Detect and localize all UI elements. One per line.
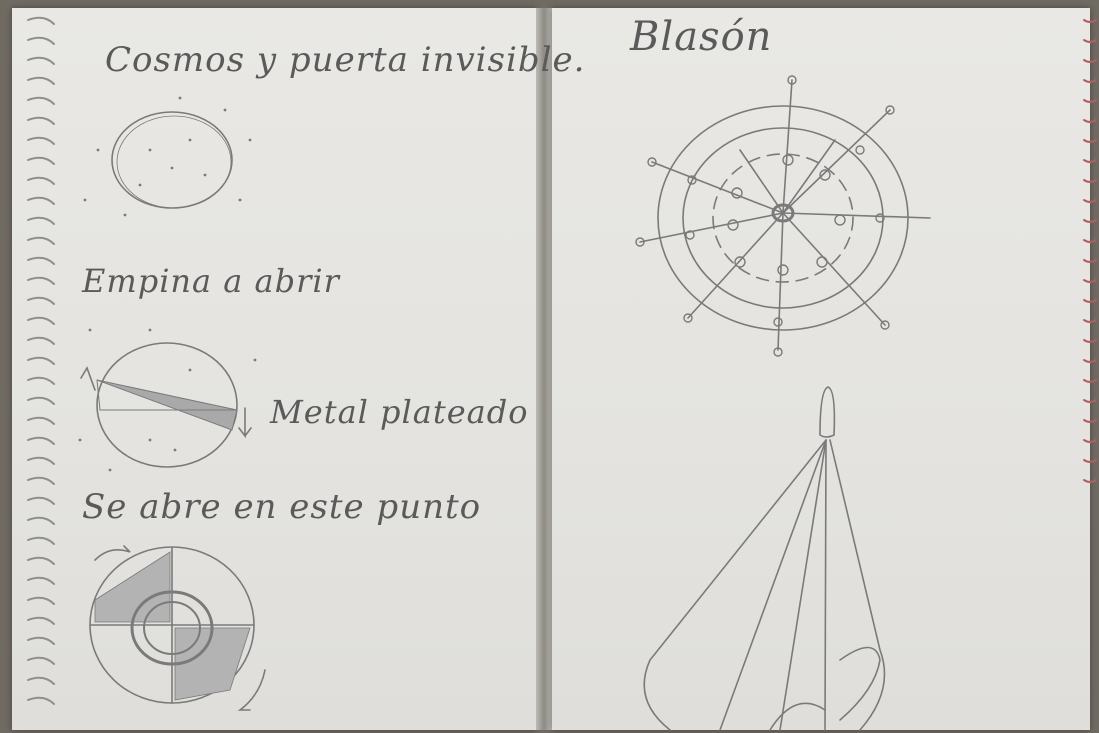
drape-sketch bbox=[644, 387, 884, 730]
spiral-binding-right bbox=[1084, 20, 1096, 482]
note-cosmos: Cosmos y puerta invisible. bbox=[105, 40, 585, 80]
note-se-abre: Se abre en este punto bbox=[82, 487, 481, 527]
cosmos-circle-sketch bbox=[84, 97, 252, 217]
note-blason: Blasón bbox=[630, 14, 772, 60]
note-metal: Metal plateado bbox=[270, 393, 528, 431]
quartered-circle-sketch bbox=[90, 546, 265, 710]
opening-circle-sketch bbox=[79, 329, 257, 472]
spiral-binding-left bbox=[28, 18, 54, 704]
blason-sketch bbox=[636, 76, 930, 356]
note-empieza: Empina a abrir bbox=[82, 262, 340, 300]
